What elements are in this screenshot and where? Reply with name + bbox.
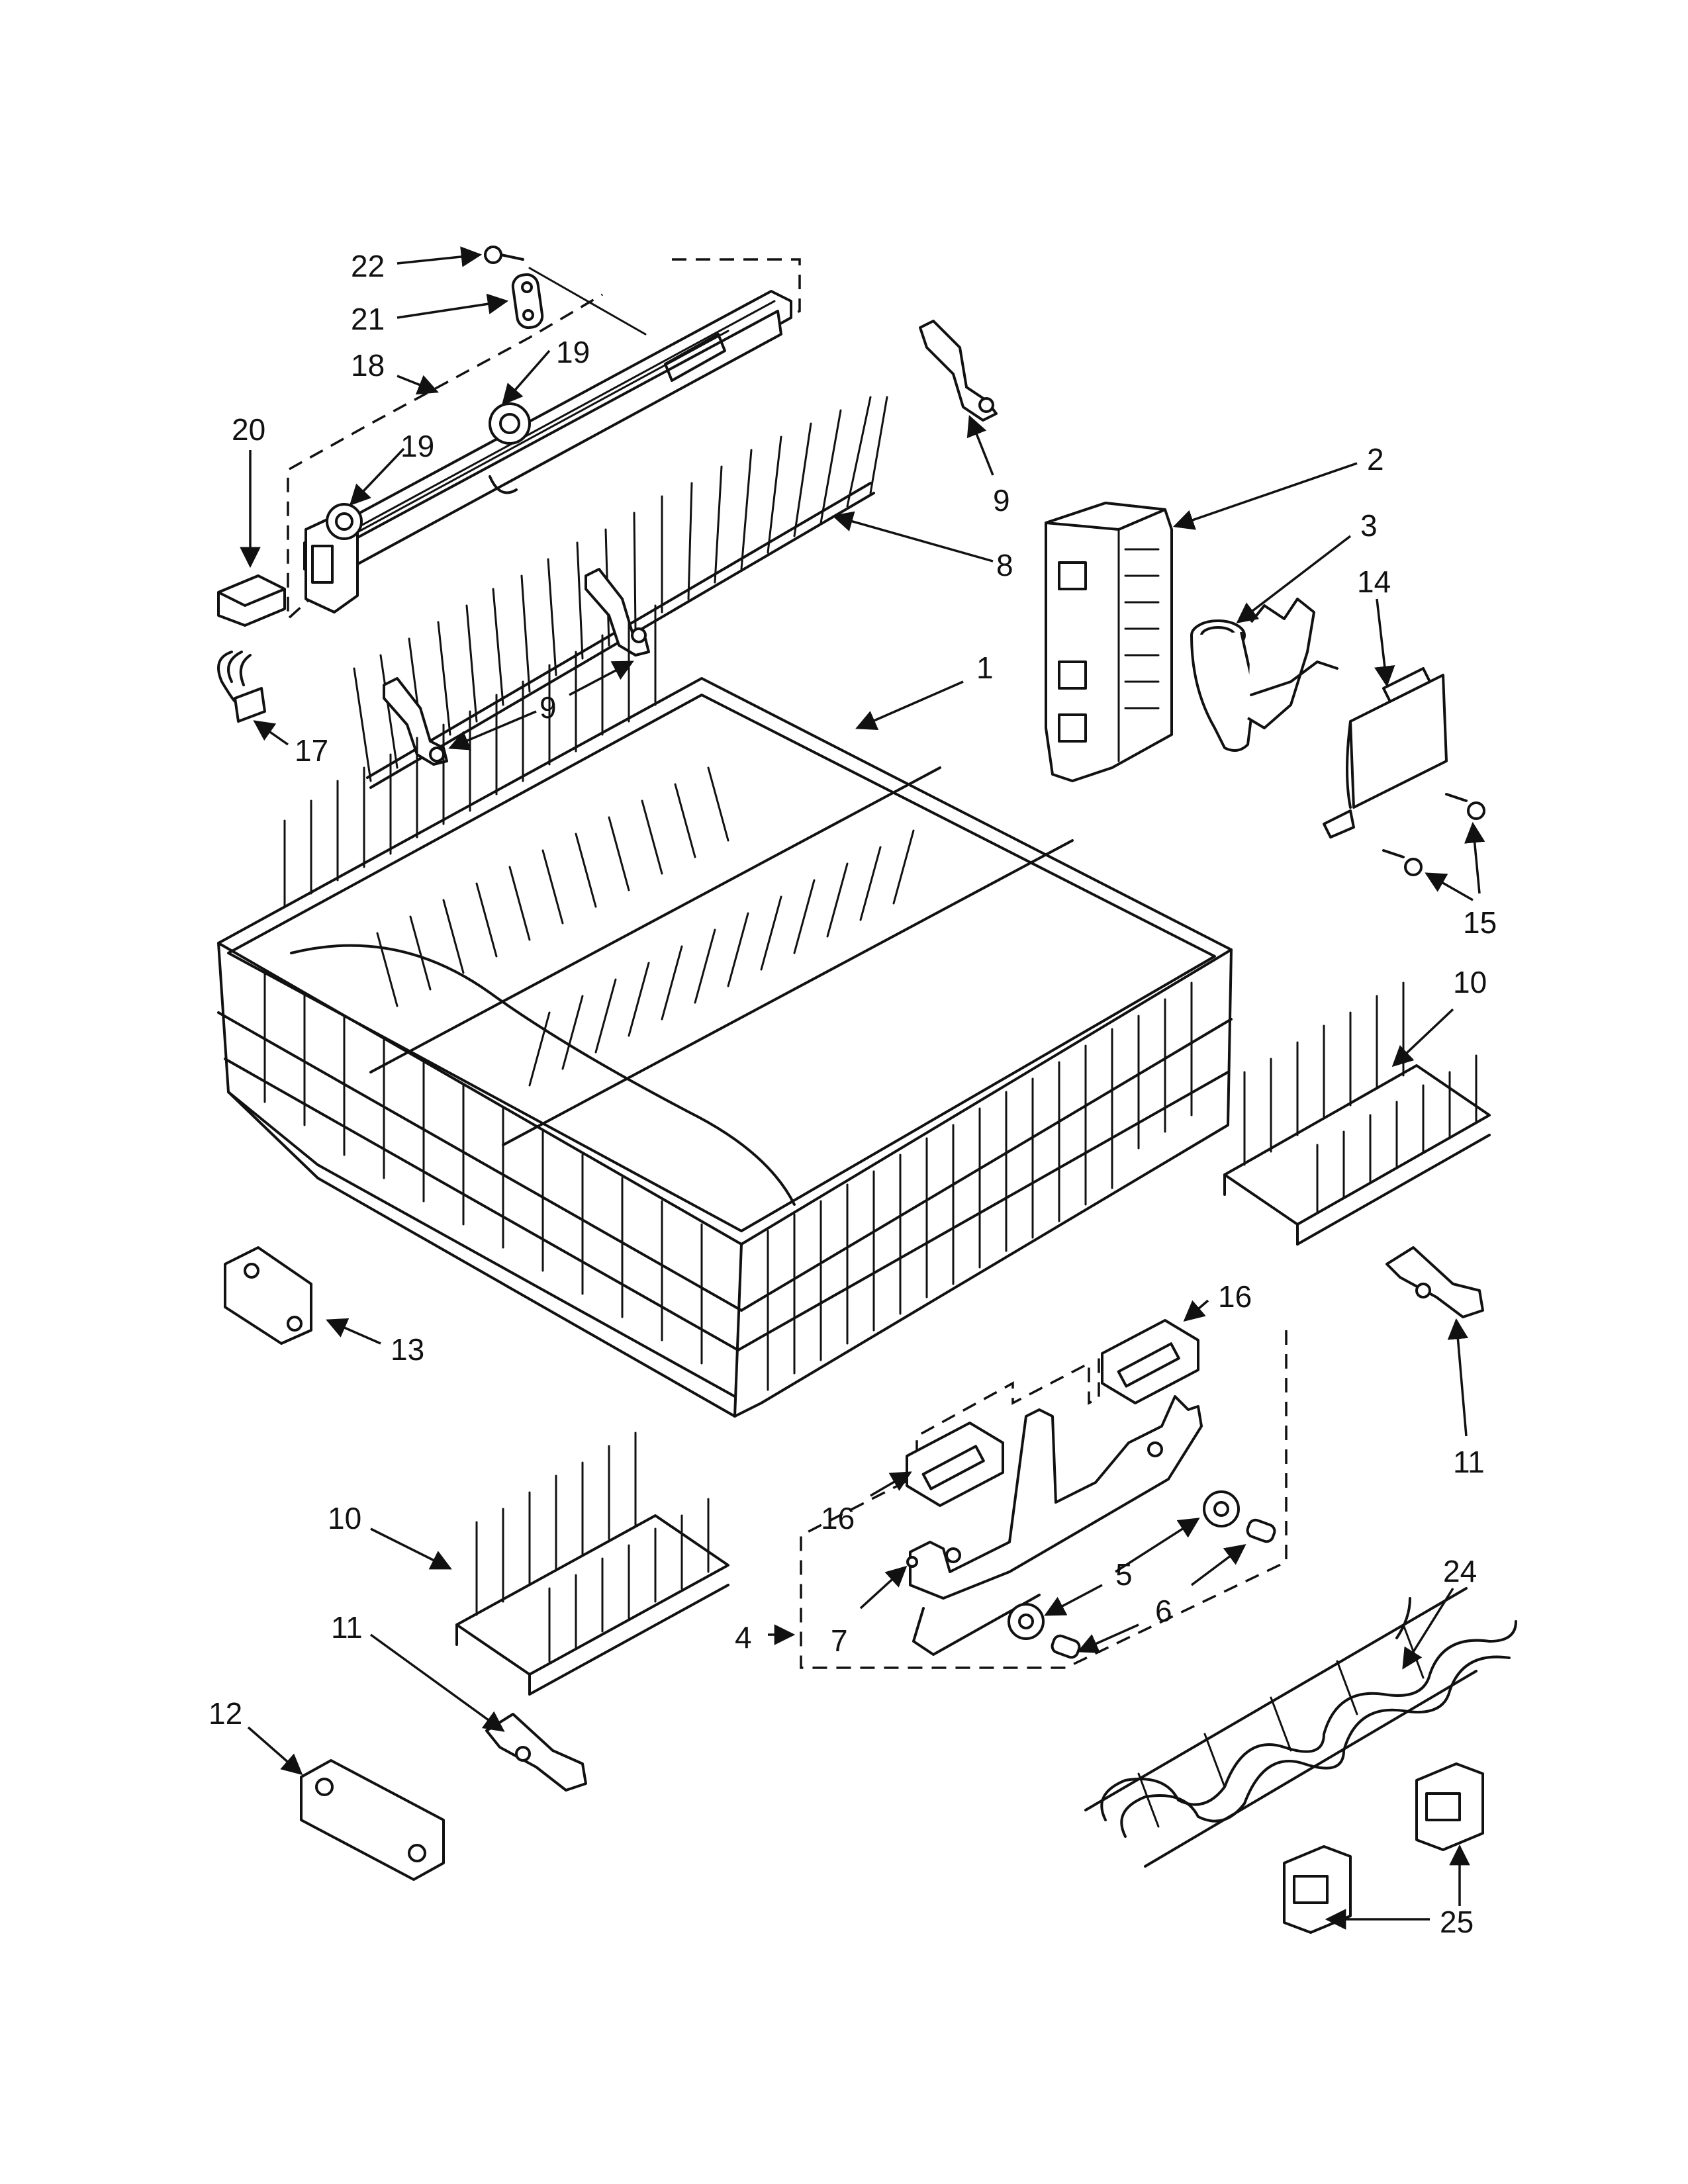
callout-10-left: 10 [328, 1501, 361, 1535]
callout-9-center: 9 [539, 690, 557, 725]
callout-5: 5 [1115, 1557, 1133, 1592]
callout-2: 2 [1367, 442, 1384, 477]
callout-16-left: 16 [821, 1501, 855, 1535]
tine-rack-part-10-right [1223, 981, 1491, 1246]
callout-21: 21 [351, 302, 385, 336]
callout-13: 13 [391, 1332, 424, 1367]
axle-part-6-upper [1246, 1518, 1276, 1543]
wire-tines-part-24 [1084, 1587, 1517, 1868]
callout-3: 3 [1360, 508, 1378, 543]
callout-19-upper: 19 [556, 335, 590, 369]
clip-part-11-left [485, 1713, 587, 1792]
callout-6: 6 [1155, 1594, 1172, 1628]
end-cap-part-20 [217, 574, 286, 627]
pin-part-7 [906, 1556, 918, 1568]
screws-part-15 [1382, 793, 1485, 876]
callout-9-top: 9 [993, 483, 1010, 518]
track-group-box [800, 1330, 1288, 1669]
end-block-part-13 [224, 1246, 312, 1345]
clip-part-9-top [919, 320, 998, 422]
wire-clip-part-17 [217, 651, 266, 723]
clip-part-25-upper [1415, 1762, 1484, 1851]
callout-1: 1 [976, 651, 994, 685]
callout-20: 20 [232, 412, 265, 447]
wheel-part-5-upper [1203, 1490, 1240, 1527]
callout-14: 14 [1357, 565, 1391, 599]
rack-part-1 [217, 604, 1233, 1418]
clip-part-11-right [1385, 1246, 1484, 1318]
clip-plate-part-21 [511, 267, 647, 336]
callout-17: 17 [295, 733, 328, 768]
clip-part-16-right [1101, 1319, 1199, 1404]
callout-11-left: 11 [331, 1610, 363, 1645]
callout-10-right: 10 [1453, 965, 1487, 999]
callout-15: 15 [1463, 905, 1497, 940]
callout-18: 18 [351, 348, 385, 383]
cover-part-14 [1323, 667, 1448, 839]
end-block-part-12 [300, 1759, 445, 1881]
callout-4: 4 [735, 1620, 752, 1655]
axle-part-6-lower [1051, 1634, 1081, 1659]
tine-rack-part-10-left [455, 1432, 729, 1696]
clip-part-16-left [906, 1422, 1004, 1507]
adjuster-part-3 [1190, 598, 1338, 752]
callout-7: 7 [831, 1623, 848, 1658]
housing-part-2 [1045, 502, 1173, 782]
callout-24: 24 [1443, 1554, 1477, 1588]
callout-22: 22 [351, 249, 385, 283]
rail-assembly-part-18 [303, 290, 792, 614]
callout-19-lower: 19 [400, 429, 434, 463]
callout-11-right: 11 [1453, 1445, 1485, 1479]
clip-part-9-center [585, 568, 650, 657]
wheel-part-5-lower [1008, 1603, 1045, 1640]
callout-16-right: 16 [1218, 1279, 1252, 1314]
callout-8: 8 [996, 548, 1013, 582]
leader-lines [240, 246, 1485, 1930]
track-part-4 [909, 1395, 1203, 1656]
callout-25: 25 [1440, 1905, 1474, 1939]
callout-12: 12 [209, 1696, 242, 1731]
callout-labels: 22 21 18 19 19 20 9 8 2 3 14 1 9 17 15 1… [209, 249, 1497, 1939]
screw-part-22 [484, 246, 524, 264]
